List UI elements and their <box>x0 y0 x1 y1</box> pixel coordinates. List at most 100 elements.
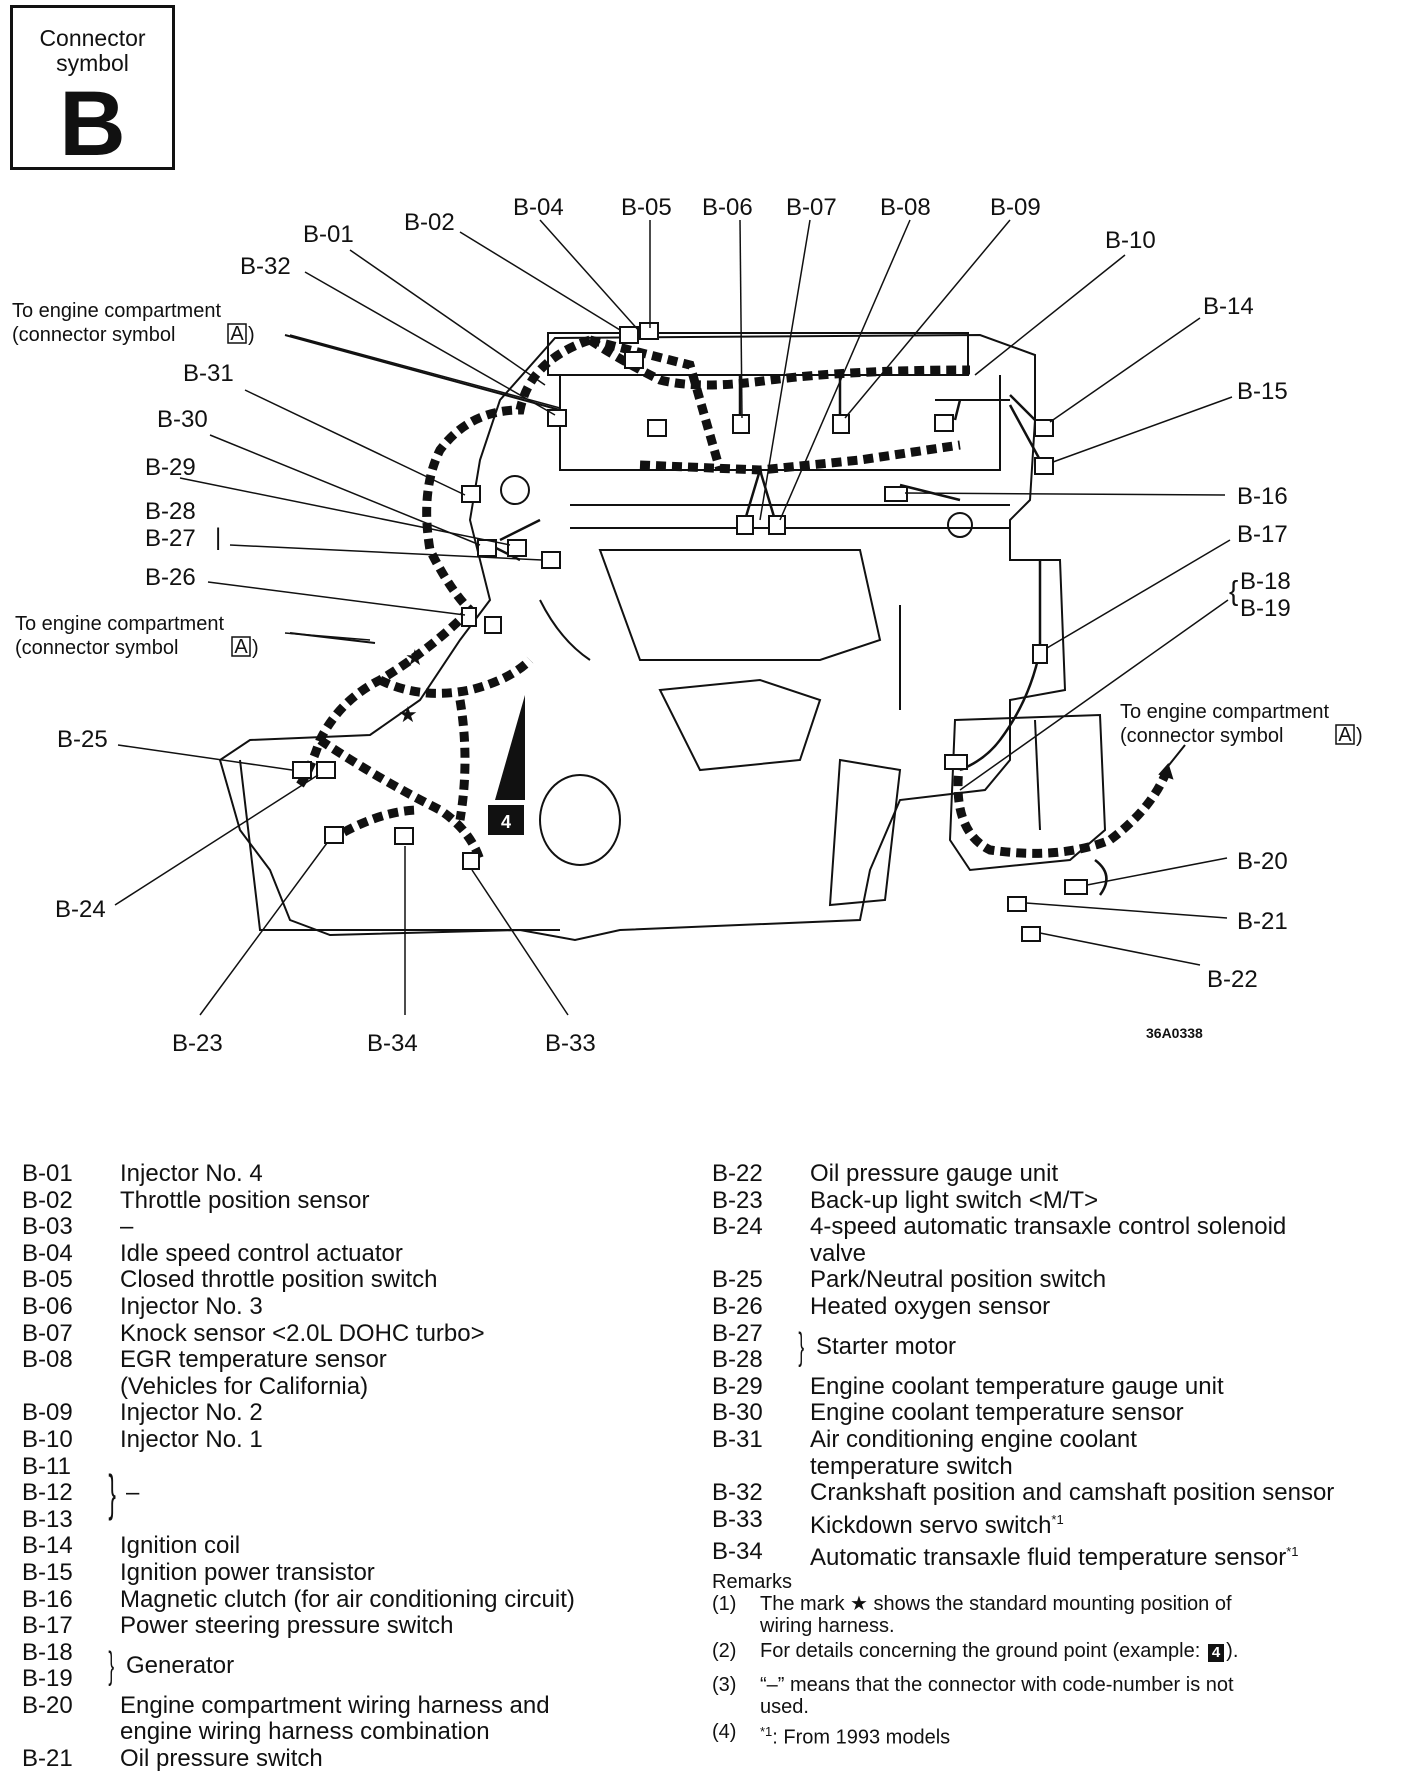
callout-b16: B-16 <box>1237 483 1288 510</box>
svg-text:(connector symbol: (connector symbol <box>1120 725 1283 747</box>
svg-text:): ) <box>248 324 255 346</box>
svg-text:A: A <box>230 323 244 345</box>
remark-1: (1)The mark ★ shows the standard mountin… <box>712 1593 1232 1637</box>
callout-b20: B-20 <box>1237 848 1288 875</box>
callout-b34: B-34 <box>367 1030 418 1057</box>
note-engine-compartment-2: To engine compartment (connector symbol … <box>15 613 259 659</box>
brace-icon: } <box>108 1465 116 1522</box>
legend-group-b11-b13: B-11 B-12 B-13 } – <box>22 1452 140 1533</box>
callout-b24: B-24 <box>55 896 106 923</box>
svg-text:(connector symbol: (connector symbol <box>15 637 178 659</box>
legend-group-b27-b28: B-27 B-28 } Starter motor <box>712 1319 957 1374</box>
star-mark-2: ★ <box>398 702 418 727</box>
legend-group-b18-b19: B-18 B-19 } Generator <box>22 1638 235 1693</box>
remark-2: (2)For details concerning the ground poi… <box>712 1640 1239 1662</box>
ground-point-4: 4 <box>488 695 525 835</box>
note-engine-compartment-3: To engine compartment (connector symbol … <box>1120 701 1363 747</box>
callout-b10: B-10 <box>1105 227 1156 254</box>
callout-b26: B-26 <box>145 564 196 591</box>
connectors <box>292 322 1088 942</box>
legend-row-b03: B-03– <box>22 1213 134 1241</box>
callout-b33: B-33 <box>545 1030 596 1057</box>
callout-b30: B-30 <box>157 406 208 433</box>
callout-b31: B-31 <box>183 360 234 387</box>
callout-b08: B-08 <box>880 194 931 221</box>
svg-text:): ) <box>252 637 259 659</box>
callout-b19: B-19 <box>1240 595 1291 622</box>
ground-point-label: 4 <box>501 812 511 832</box>
harness-mounting-stars: ★ ★ <box>398 645 425 727</box>
callout-b23: B-23 <box>172 1030 223 1057</box>
connector-symbol-letter: B <box>59 73 126 175</box>
svg-text:A: A <box>1338 724 1352 746</box>
callout-b05: B-05 <box>621 194 672 221</box>
callout-b27: B-27 <box>145 525 196 552</box>
connector-symbol-box: Connector symbol B <box>10 5 175 170</box>
callout-b01: B-01 <box>303 221 354 248</box>
callout-b29: B-29 <box>145 454 196 481</box>
svg-text:To engine compartment: To engine compartment <box>12 300 221 322</box>
note-engine-compartment-1: To engine compartment (connector symbol … <box>12 300 255 346</box>
ground-point-example-badge: 4 <box>1207 1644 1225 1662</box>
figure-code: 36A0338 <box>1146 1025 1203 1041</box>
brace-icon: } <box>108 1645 115 1688</box>
callout-b07: B-07 <box>786 194 837 221</box>
callout-b14: B-14 <box>1203 293 1254 320</box>
callout-b18: B-18 <box>1240 568 1291 595</box>
callout-b21: B-21 <box>1237 908 1288 935</box>
svg-text:): ) <box>1356 725 1363 747</box>
callout-b32: B-32 <box>240 253 291 280</box>
svg-text:To engine compartment: To engine compartment <box>15 613 224 635</box>
remark-4: (4)*1: From 1993 models <box>712 1721 951 1749</box>
brace-b18-b19: { <box>1229 575 1238 606</box>
remarks: Remarks (1)The mark ★ shows the standard… <box>712 1571 1392 1752</box>
svg-text:To engine compartment: To engine compartment <box>1120 701 1329 723</box>
svg-text:A: A <box>234 636 248 658</box>
callout-b04: B-04 <box>513 194 564 221</box>
callout-b28: B-28 <box>145 498 196 525</box>
thin-wires <box>489 375 1108 896</box>
engine-wiring-diagram: ★ ★ 4 <box>12 194 1363 1057</box>
compartment-arrows <box>284 334 1186 780</box>
svg-text:(connector symbol: (connector symbol <box>12 324 175 346</box>
callout-b17: B-17 <box>1237 521 1288 548</box>
callout-b15: B-15 <box>1237 378 1288 405</box>
callout-b22: B-22 <box>1207 966 1258 993</box>
callout-b09: B-09 <box>990 194 1041 221</box>
star-mark-1: ★ <box>405 645 425 670</box>
brace-icon: } <box>798 1326 805 1369</box>
callout-b02: B-02 <box>404 209 455 236</box>
connector-symbol-caption: Connector symbol <box>39 25 146 76</box>
remark-3: (3)“–” means that the connector with cod… <box>712 1674 1234 1718</box>
callout-b06: B-06 <box>702 194 753 221</box>
callout-b25: B-25 <box>57 726 108 753</box>
